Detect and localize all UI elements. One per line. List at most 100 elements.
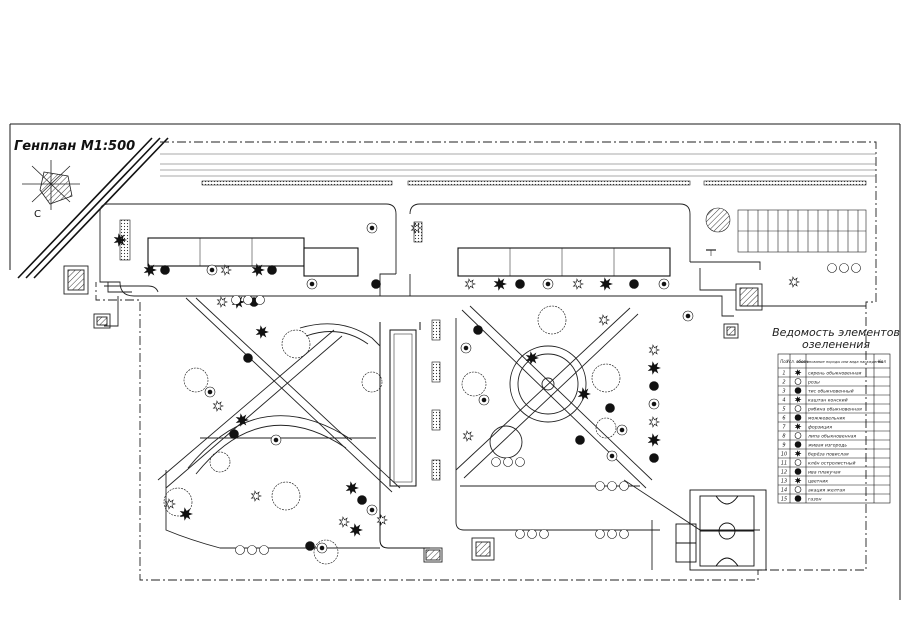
tree-symbol — [179, 507, 193, 521]
legend-pos: 10 — [781, 452, 787, 458]
parking-lot — [705, 207, 867, 256]
tree-symbol — [525, 351, 539, 365]
legend-title-line1: Ведомость элементов — [772, 326, 900, 339]
flower-bed — [281, 329, 311, 359]
tree-symbol — [220, 264, 232, 276]
drawing-frame — [9, 123, 901, 600]
legend-header: Наименование породы или вида насаждения — [797, 360, 884, 364]
tree-symbol — [212, 400, 224, 412]
tree-symbol — [338, 516, 350, 528]
lilac-shrub-icon — [794, 369, 802, 376]
legend-pos: 3 — [782, 389, 785, 395]
shrub-circle — [827, 263, 837, 273]
legend-pos: 15 — [781, 497, 787, 503]
legend-pos: 13 — [781, 479, 787, 485]
acacia-icon — [794, 486, 802, 493]
tree-symbol — [647, 361, 661, 375]
tree-symbol — [462, 430, 474, 442]
willow-icon — [794, 468, 802, 475]
tree-symbol — [648, 344, 660, 356]
tree-symbol — [464, 278, 476, 290]
shrub-circle — [527, 529, 537, 539]
tree-symbol — [493, 277, 507, 291]
shrub-circle — [247, 545, 257, 555]
legend-pos: 8 — [782, 434, 785, 440]
tree-symbol — [255, 325, 269, 339]
tree-symbol — [216, 296, 228, 308]
shrub-circle — [235, 545, 245, 555]
legend-header: Поз — [780, 359, 788, 364]
tree-symbol — [235, 413, 249, 427]
legend-name: акация желтая — [808, 489, 845, 494]
legend-name: тис обыкновенный — [808, 389, 854, 395]
legend-pos: 4 — [782, 398, 785, 404]
flower-bed — [537, 305, 567, 335]
top-strips — [160, 153, 876, 177]
shrub-circle — [491, 457, 501, 467]
shrub-circle — [619, 529, 629, 539]
hedge-row — [119, 219, 131, 261]
shrub-circle — [539, 529, 549, 539]
flower-bed — [461, 371, 487, 397]
flower-bed — [591, 363, 621, 393]
hedge-icon — [794, 441, 802, 448]
tree-symbol — [160, 265, 170, 275]
shrub-circle — [515, 457, 525, 467]
yew-icon — [794, 387, 802, 394]
shrub-circle — [839, 263, 849, 273]
tree-symbols — [113, 219, 861, 565]
legend-pos: 14 — [781, 488, 787, 494]
legend-pos: 2 — [782, 380, 785, 386]
legend-name: липа обыкновенная — [807, 434, 856, 440]
flower-bed — [271, 481, 301, 511]
shrub-circle — [607, 529, 617, 539]
tree-symbol — [598, 314, 610, 326]
tree-symbol — [577, 387, 591, 401]
legend-pos: 11 — [781, 461, 787, 467]
shrub-circle — [607, 481, 617, 491]
juniper-icon — [794, 414, 802, 421]
road-network — [99, 203, 866, 327]
legend-name: форзиция — [808, 425, 832, 431]
tree-symbol — [649, 381, 659, 391]
rowan-icon — [794, 405, 802, 412]
building-right — [457, 247, 671, 277]
tree-symbol — [788, 276, 800, 288]
tree-symbol — [349, 523, 363, 537]
tree-symbol — [229, 429, 239, 439]
legend-name: можжевельник — [808, 417, 846, 422]
left-park-paths — [157, 297, 401, 549]
tree-symbol — [250, 490, 262, 502]
tree-symbol — [376, 514, 388, 526]
birch-icon — [794, 450, 802, 457]
north-letter: С — [34, 209, 41, 220]
legend-name: газон — [808, 498, 822, 503]
hedge-row — [431, 319, 441, 341]
tree-symbol — [648, 416, 660, 428]
shrub-circle — [259, 545, 269, 555]
flower-bed — [163, 487, 193, 517]
tree-symbol — [371, 279, 381, 289]
legend-name: каштан конский — [808, 398, 848, 404]
chestnut-icon — [794, 396, 802, 403]
shrub-circle — [255, 295, 265, 305]
tree-symbol — [243, 353, 253, 363]
linden-icon — [794, 432, 802, 439]
tree-symbol — [251, 263, 265, 277]
legend-pos: 6 — [782, 416, 785, 422]
legend-pos: 9 — [782, 443, 785, 449]
hedge-row — [431, 459, 441, 481]
shrub-circle — [243, 295, 253, 305]
legend-name: клён остролистный — [808, 461, 855, 467]
shrub-circle — [515, 529, 525, 539]
central-strip — [379, 322, 430, 549]
hedge-row — [413, 221, 423, 243]
hedge-row — [431, 409, 441, 431]
legend-header: Кол — [878, 359, 886, 364]
road-diagonal — [17, 137, 169, 279]
legend-name: рябина обыкновенная — [807, 407, 862, 413]
top-hedges — [201, 180, 867, 186]
tree-symbol — [599, 277, 613, 291]
flower-bed — [595, 417, 617, 439]
